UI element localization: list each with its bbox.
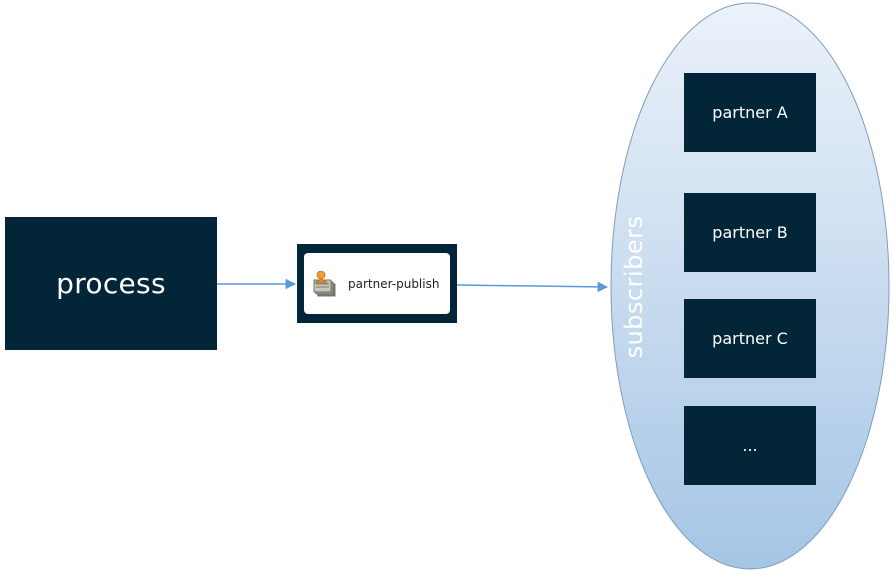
publish-to-subscribers-arrow (456, 281, 609, 293)
partner-b-box[interactable]: partner B (684, 193, 816, 272)
partner-b-label: partner B (712, 223, 788, 242)
partner-publish-label: partner-publish (348, 276, 440, 291)
partner-c-box[interactable]: partner C (684, 299, 816, 378)
subscribers-label: subscribers (620, 215, 648, 359)
partner-a-label: partner A (712, 103, 788, 122)
partner-publish-inner: partner-publish (304, 253, 450, 314)
publisher-icon (313, 270, 336, 296)
partner-c-label: partner C (712, 329, 788, 348)
process-label: process (56, 267, 166, 300)
more-partners-label: ... (742, 436, 758, 455)
more-partners-box[interactable]: ... (684, 406, 816, 485)
process-box[interactable]: process (5, 217, 217, 350)
partner-a-box[interactable]: partner A (684, 73, 816, 152)
subscribers-ellipse (610, 2, 890, 570)
partner-publish-node[interactable]: partner-publish (297, 244, 457, 323)
